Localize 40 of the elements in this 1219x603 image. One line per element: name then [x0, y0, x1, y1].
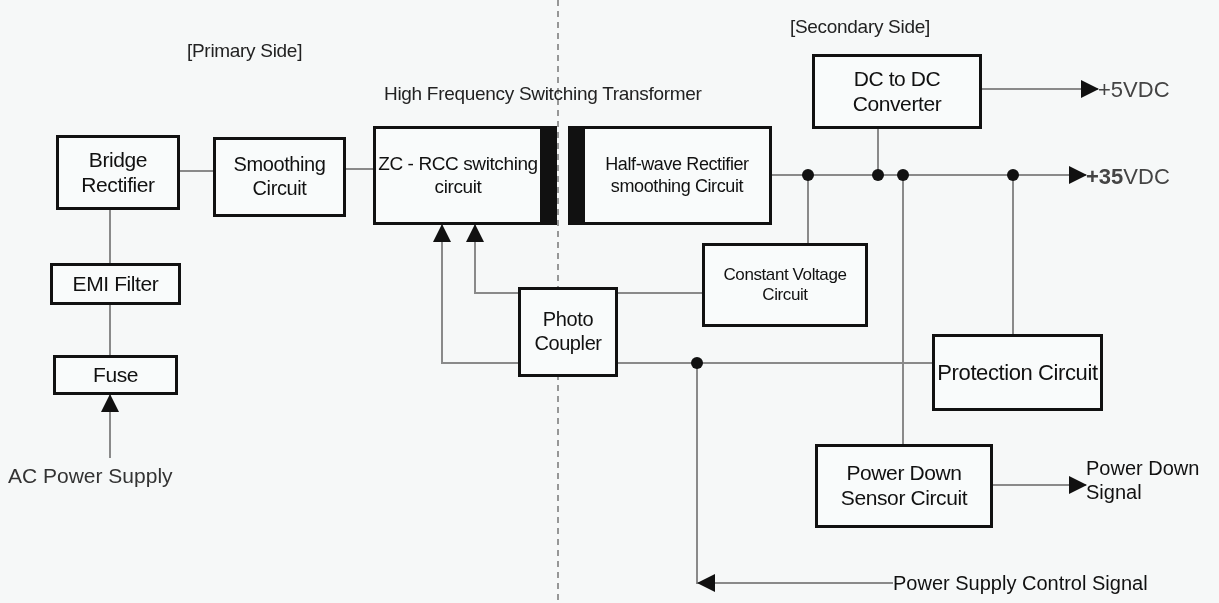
circuit-block	[373, 126, 557, 225]
block-label: Constant Voltage Circuit	[722, 264, 848, 306]
arrow	[433, 224, 519, 364]
circuit-block	[56, 135, 180, 210]
circuit-block	[50, 263, 181, 305]
arrow	[981, 80, 1099, 98]
arrow	[101, 394, 119, 459]
connector-line	[617, 292, 703, 294]
block-label: Power Down Sensor Circuit	[839, 461, 969, 511]
block-label: ZC - RCC switching circuit	[378, 153, 538, 198]
connector-line	[109, 209, 111, 264]
circuit-block	[568, 126, 772, 225]
signal-label: +5VDC	[1098, 76, 1170, 104]
section-label: High Frequency Switching Transformer	[384, 83, 702, 105]
signal-label: AC Power Supply	[8, 463, 173, 489]
signal-label: +35VDC	[1086, 163, 1170, 191]
block-label: EMI Filter	[72, 271, 159, 297]
arrow	[466, 224, 519, 294]
circuit-block	[812, 54, 982, 129]
section-label: [Secondary Side]	[790, 16, 930, 38]
circuit-block	[932, 334, 1103, 411]
connector-line	[109, 304, 111, 356]
block-label: Photo Coupler	[533, 308, 603, 356]
signal-label: Power Supply Control Signal	[893, 571, 1148, 595]
circuit-block	[702, 243, 868, 327]
circuit-block	[815, 444, 993, 528]
circuit-block	[213, 137, 346, 217]
signal-label: Power Down Signal	[1086, 456, 1201, 504]
block-label: Smoothing Circuit	[232, 153, 327, 201]
connector-line	[179, 170, 214, 172]
block-label: Half-wave Rectifier smoothing Circuit	[604, 154, 750, 197]
connector-line	[345, 168, 374, 170]
arrow	[992, 476, 1087, 494]
section-label: [Primary Side]	[187, 40, 303, 62]
circuit-block	[518, 287, 618, 377]
block-label: Protection Circuit	[937, 359, 1098, 386]
circuit-block	[53, 355, 178, 395]
block-label: Fuse	[92, 362, 139, 388]
block-label: Bridge Rectifier	[80, 147, 156, 198]
block-label: DC to DC Converter	[851, 66, 943, 117]
